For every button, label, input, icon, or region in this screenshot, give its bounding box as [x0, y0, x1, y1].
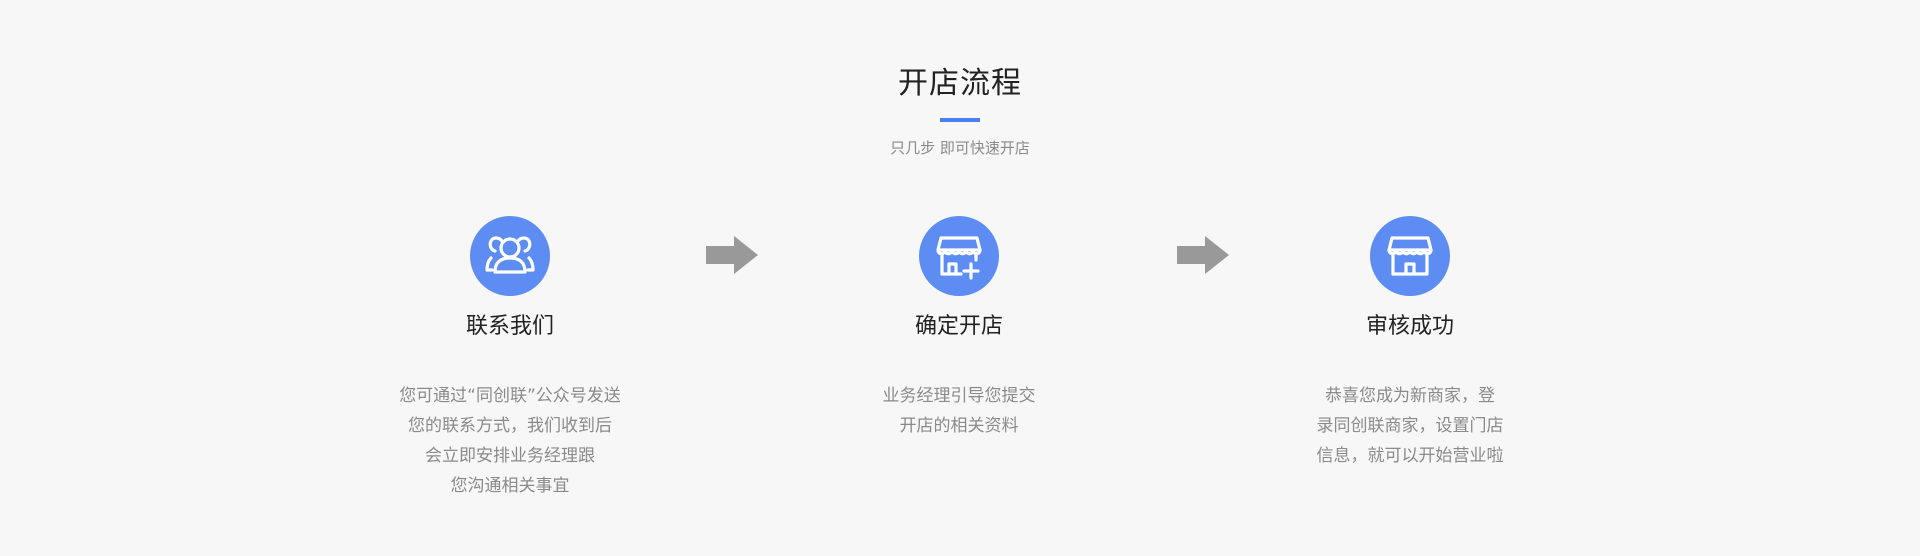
- step-description: 业务经理引导您提交 开店的相关资料: [882, 386, 1036, 436]
- arrow-right-icon: [706, 236, 758, 274]
- step-title: 联系我们: [465, 314, 554, 339]
- step-contact-us: 联系我们 您可通过“同创联”公众号发送 您的联系方式，我们收到后 会立即安排业务…: [370, 216, 650, 501]
- step-title: 确定开店: [914, 314, 1003, 339]
- section-subtitle: 只几步 即可快速开店: [890, 139, 1030, 157]
- step-review-success: 审核成功 恭喜您成为新商家，登 录同创联商家，设置门店 信息，就可以开始营业啦: [1270, 216, 1550, 471]
- step-title: 审核成功: [1365, 314, 1454, 339]
- step-confirm-open-store: 确定开店 业务经理引导您提交 开店的相关资料: [819, 216, 1099, 441]
- step-description: 恭喜您成为新商家，登 录同创联商家，设置门店 信息，就可以开始营业啦: [1316, 386, 1504, 466]
- arrow-right-icon: [1177, 236, 1229, 274]
- store-icon: [1370, 216, 1450, 296]
- section-title: 开店流程: [898, 66, 1022, 101]
- people-icon: [470, 216, 550, 296]
- step-description: 您可通过“同创联”公众号发送 您的联系方式，我们收到后 会立即安排业务经理跟 您…: [399, 386, 621, 496]
- title-underline: [940, 118, 980, 122]
- store-add-icon: [919, 216, 999, 296]
